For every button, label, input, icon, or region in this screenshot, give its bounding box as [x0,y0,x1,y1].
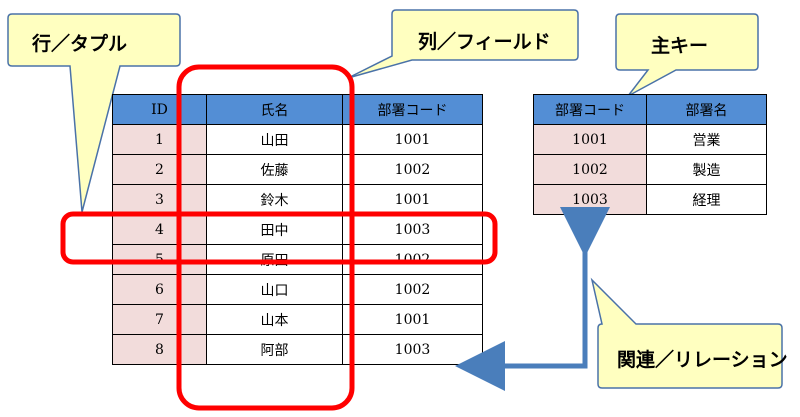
cell-name: 阿部 [206,334,343,365]
callout-bubble-primary-key [615,13,759,97]
callout-label-primary-key: 主キー [651,35,709,57]
cell-id: 2 [112,154,207,185]
cell-name: 鈴木 [206,184,343,215]
cell-id: 8 [112,334,207,365]
cell-dept-code: 1001 [342,124,483,155]
cell-name: 佐藤 [206,154,343,185]
callout-label-column: 列／フィールド [418,31,551,53]
callout-bubble-column [347,9,579,79]
cell-dept-code: 1001 [533,124,647,155]
cell-id: 7 [112,304,207,335]
cell-name: 田中 [206,214,343,245]
cell-dept-name: 製造 [646,154,767,185]
relation-arrow [455,207,610,391]
cell-dept-name: 営業 [646,124,767,155]
cell-id: 6 [112,274,207,305]
employee-table-header-row: ID 氏名 部署コード [112,94,483,125]
cell-dept-name: 経理 [646,184,767,215]
cell-dept-code: 1001 [342,184,483,215]
cell-id: 3 [112,184,207,215]
column-highlight [176,64,355,411]
callout-bubble-row [7,13,181,213]
header-id: ID [112,94,207,125]
row-highlight [60,211,498,265]
department-table-header-row: 部署コード 部署名 [533,94,767,125]
callout-label-relation: 関連／リレーション [617,349,788,371]
callout-label-row: 行／タプル [32,33,128,55]
cell-dept-code: 1002 [342,154,483,185]
cell-name: 山田 [206,124,343,155]
cell-name: 山本 [206,304,343,335]
header-dept-code: 部署コード [342,94,483,125]
header-name: 氏名 [206,94,343,125]
cell-id: 1 [112,124,207,155]
